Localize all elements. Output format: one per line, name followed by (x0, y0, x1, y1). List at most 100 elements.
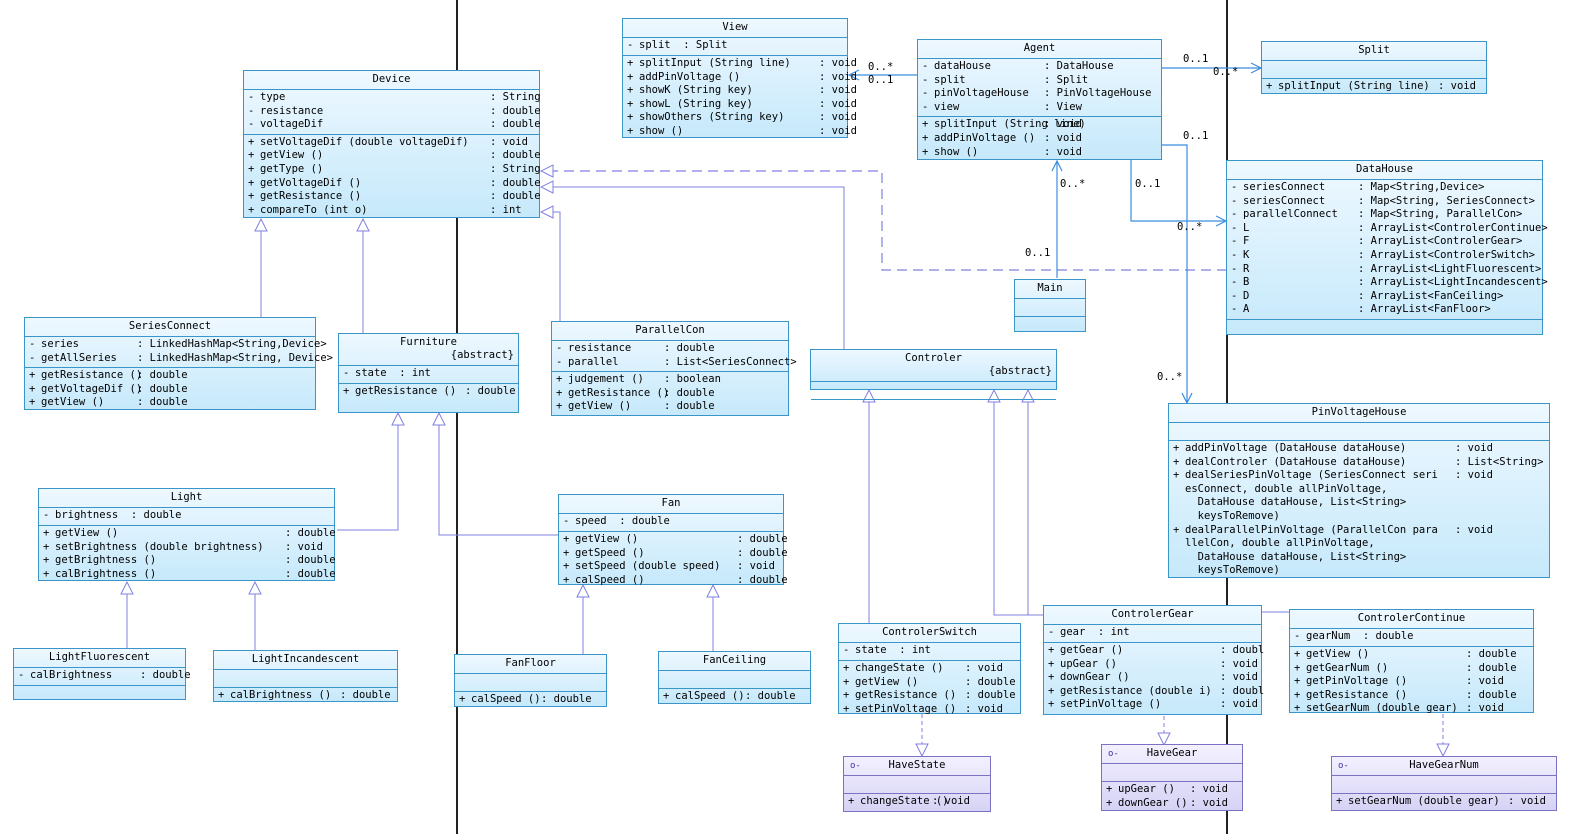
class-controlerswitch[interactable]: ControlerSwitch-state : int+changeState … (838, 623, 1021, 717)
class-name: Main (1037, 282, 1063, 294)
operation-name: getView () (568, 400, 632, 413)
operation-row: +getView (): double (1294, 648, 1529, 662)
class-fanfloor[interactable]: FanFloor+calSpeed (): double (454, 654, 607, 707)
attribute-type: : List<SeriesConnect> (664, 355, 797, 368)
class-controlercontinue[interactable]: ControlerContinue-gearNum : double +getVi… (1289, 609, 1534, 715)
class-split[interactable]: Split+splitInput (String line): void (1261, 41, 1487, 94)
attribute-compartment (1332, 776, 1556, 794)
visibility-marker: - (1231, 303, 1238, 316)
attribute-row: -voltageDif: double (248, 118, 541, 132)
operation-type: : void (1466, 702, 1504, 715)
multiplicity-label: 0..1 (1183, 130, 1209, 142)
operation-name: getResistance () (41, 369, 143, 382)
operation-name: downGear () (1118, 796, 1188, 809)
class-fanceiling[interactable]: FanCeiling+calSpeed (): double (658, 651, 811, 704)
operation-row: +getView (): double (843, 676, 1016, 690)
attribute-row: -getAllSeries: LinkedHashMap<String, Dev… (29, 352, 333, 366)
operation-row: +showL (String key): void (627, 98, 857, 112)
operation-name: calSpeed () (471, 693, 541, 705)
operation-row: +setPinVoltage (): void (1048, 698, 1258, 712)
attribute-row: -speed : double (563, 515, 779, 529)
operation-name: changeState () (855, 662, 944, 674)
class-name: FanFloor (505, 657, 556, 669)
visibility-marker: - (343, 367, 350, 379)
attribute-row: -parallelConnect: Map<String, ParallelCo… (1231, 208, 1538, 222)
class-parallelcon[interactable]: ParallelCon-resistance: double-parallel:… (551, 321, 797, 416)
attribute-name: series (41, 338, 79, 350)
class-seriesconnect[interactable]: SeriesConnect-series: LinkedHashMap<Stri… (24, 317, 333, 410)
operation-compartment: +getView (): double+setBrightness (doubl… (39, 526, 336, 583)
visibility-marker: - (922, 100, 929, 113)
attribute-type: : ArrayList<LightFluorescent> (1358, 262, 1542, 275)
visibility-marker: + (627, 124, 634, 137)
operation-name: getView () (41, 396, 105, 409)
visibility-marker: + (922, 131, 929, 144)
operation-compartment: +splitInput (String line): void+addPinVo… (918, 117, 1161, 161)
operation-type: : void (819, 70, 857, 83)
class-lightincandescent[interactable]: LightIncandescent+calBrightness (): doub… (213, 650, 398, 702)
class-datahouse[interactable]: DataHouse-seriesConnect: Map<String,Devi… (1226, 160, 1548, 335)
class-light[interactable]: Light-brightness : double+getView (): do… (38, 488, 336, 583)
class-view[interactable]: View-split : Split+splitInput (String li… (622, 18, 857, 138)
operation-type: : double (137, 369, 188, 382)
operation-name: setSpeed (double speed) (575, 560, 721, 573)
attribute-row: -split : Split (627, 39, 843, 53)
class-controler[interactable]: Controler{abstract} (810, 349, 1057, 400)
attribute-compartment (1102, 764, 1242, 782)
attribute-compartment: -gearNum : double (1290, 629, 1533, 647)
class-main[interactable]: Main (1014, 279, 1086, 332)
operation-type: : void (1438, 80, 1476, 92)
class-device[interactable]: Device-type: String-resistance: double-v… (243, 70, 541, 220)
class-header: o-HaveGear (1102, 745, 1242, 764)
attribute-row: -resistance: double (556, 342, 784, 356)
class-lightfluorescent[interactable]: LightFluorescent-calBrightness: double (13, 648, 191, 700)
operation-name: judgement () (568, 373, 644, 386)
attribute-type: : double (140, 669, 191, 681)
operation-name: setGearNum (double gear) (1306, 702, 1458, 715)
operation-name: showOthers (String key) (639, 111, 785, 124)
operation-name: getView () (260, 149, 324, 162)
operation-type: : void (1455, 442, 1493, 454)
operation-row: +setPinVoltage (): void (843, 703, 1016, 717)
class-agent[interactable]: Agent-dataHouse: DataHouse-split: Split-… (917, 39, 1162, 160)
attribute-name: state : int (355, 367, 431, 379)
class-furniture[interactable]: Furniture{abstract}-state : int+getResis… (338, 333, 519, 413)
operation-compartment: +getView (): double+getSpeed (): double+… (559, 532, 788, 589)
operation-row: +calSpeed (): double (563, 573, 788, 588)
visibility-marker: + (556, 386, 563, 399)
operation-name: addPinVoltage (DataHouse dataHouse) (1185, 442, 1407, 454)
attribute-compartment (1015, 299, 1085, 317)
operation-type: : double (137, 396, 188, 409)
visibility-marker: + (29, 396, 36, 409)
visibility-marker: + (1048, 698, 1055, 711)
attribute-name: view (934, 100, 960, 113)
interface-havegear[interactable]: o-HaveGear+upGear (): void+downGear (): … (1101, 744, 1243, 811)
visibility-marker: - (922, 87, 929, 100)
operation-row: +dealControler (DataHouse dataHouse): Li… (1173, 456, 1545, 470)
visibility-marker: + (1294, 675, 1301, 688)
operation-type: : void (1190, 783, 1228, 795)
visibility-marker: - (1294, 630, 1301, 642)
operation-name: calSpeed () (575, 573, 645, 586)
class-name: Fan (661, 497, 681, 509)
operation-row: +getView (): double (563, 533, 788, 547)
visibility-marker: - (627, 39, 634, 51)
operation-name: getVoltageDif () (260, 176, 362, 189)
operation-row: +getResistance (): double (843, 689, 1016, 703)
operation-row: +getPinVoltage (): void (1294, 675, 1529, 689)
operation-compartment: +setVoltageDif (double voltageDif): void… (244, 135, 541, 220)
attribute-row: -gearNum : double (1294, 630, 1529, 644)
operation-row: +showOthers (String key): void (627, 111, 857, 125)
operation-row: +addPinVoltage (): void (922, 132, 1157, 146)
interface-havestate[interactable]: o-HaveState+changeState (): void (843, 756, 991, 812)
class-fan[interactable]: Fan -speed : double +getView (): double+ge… (558, 494, 788, 586)
class-controlergear[interactable]: ControlerGear-gear : int+getGear (): dou… (1043, 605, 1264, 715)
operation-row: +calSpeed (): double (663, 690, 806, 704)
class-pinvoltagehouse[interactable]: PinVoltageHouse+addPinVoltage (DataHouse… (1168, 403, 1550, 578)
interface-havegearnum[interactable]: o-HaveGearNum+setGearNum (double gear): … (1331, 756, 1557, 811)
operation-row: +getType (): String (248, 163, 541, 177)
visibility-marker: + (1294, 661, 1301, 674)
interface-icon: o- (850, 761, 861, 771)
class-header: ControlerContinue (1290, 610, 1533, 629)
multiplicity-label: 0..1 (1183, 53, 1209, 65)
